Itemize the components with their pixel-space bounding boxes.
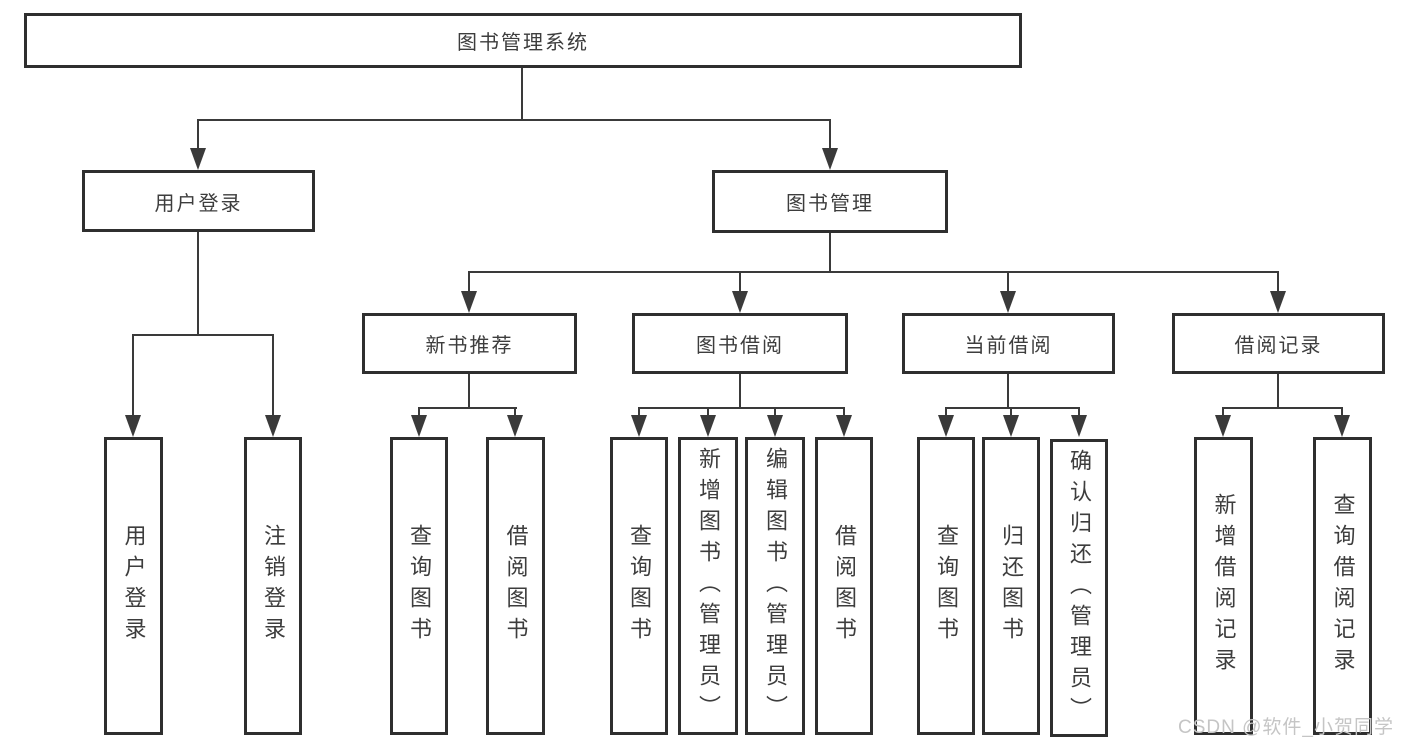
connector-line-v bbox=[1341, 407, 1343, 417]
connector-line-v bbox=[829, 233, 831, 273]
arrow-down-icon bbox=[1000, 291, 1016, 313]
node-current-borrowing: 当前借阅 bbox=[902, 313, 1115, 374]
arrow-down-icon bbox=[732, 291, 748, 313]
node-library-system: 图书管理系统 bbox=[24, 13, 1022, 68]
leaf-user-login-label: 用户登录 bbox=[121, 524, 147, 648]
arrow-down-icon bbox=[938, 415, 954, 437]
node-book-borrowing: 图书借阅 bbox=[632, 313, 848, 374]
connector-line-v bbox=[418, 407, 420, 417]
connector-line-h bbox=[132, 334, 274, 336]
leaf-current-return-book: 归还图书 bbox=[982, 437, 1040, 735]
connector-line-v bbox=[829, 119, 831, 151]
leaf-recommend-borrow-book-label: 借阅图书 bbox=[503, 524, 529, 648]
arrow-down-icon bbox=[507, 415, 523, 437]
connector-line-h bbox=[638, 407, 845, 409]
connector-line-v bbox=[1277, 374, 1279, 409]
connector-line-v bbox=[1010, 407, 1012, 417]
node-book-management-label: 图书管理 bbox=[786, 193, 874, 215]
connector-line-v bbox=[1078, 407, 1080, 417]
node-borrowing-records-label: 借阅记录 bbox=[1234, 335, 1323, 357]
arrow-down-icon bbox=[631, 415, 647, 437]
arrow-down-icon bbox=[190, 148, 206, 170]
connector-line-v bbox=[774, 407, 776, 417]
leaf-recommend-borrow-book: 借阅图书 bbox=[486, 437, 545, 735]
leaf-records-add-record-label: 新增借阅记录 bbox=[1211, 493, 1237, 679]
node-book-management: 图书管理 bbox=[712, 170, 948, 233]
leaf-user-login: 用户登录 bbox=[104, 437, 163, 735]
connector-line-v bbox=[468, 271, 470, 293]
connector-line-v bbox=[638, 407, 640, 417]
leaf-borrowing-add-book-admin: 新增图书（管理员） bbox=[678, 437, 738, 735]
connector-line-v bbox=[132, 334, 134, 418]
connector-line-v bbox=[843, 407, 845, 417]
arrow-down-icon bbox=[822, 148, 838, 170]
leaf-borrowing-borrow-book-label: 借阅图书 bbox=[832, 524, 857, 648]
connector-line-v bbox=[272, 334, 274, 418]
connector-line-v bbox=[468, 374, 470, 409]
connector-line-v bbox=[739, 271, 741, 293]
node-user-login: 用户登录 bbox=[82, 170, 315, 232]
leaf-recommend-query-book: 查询图书 bbox=[390, 437, 448, 735]
connector-line-v bbox=[707, 407, 709, 417]
connector-line-v bbox=[945, 407, 947, 417]
arrow-down-icon bbox=[125, 415, 141, 437]
connector-line-v bbox=[1277, 271, 1279, 293]
connector-line-v bbox=[197, 232, 199, 336]
connector-line-v bbox=[197, 119, 199, 151]
connector-line-h bbox=[418, 407, 517, 409]
leaf-borrowing-edit-book-admin: 编辑图书（管理员） bbox=[745, 437, 805, 735]
node-new-book-recommendation: 新书推荐 bbox=[362, 313, 577, 374]
connector-line-v bbox=[514, 407, 516, 417]
arrow-down-icon bbox=[836, 415, 852, 437]
connector-line-v bbox=[1222, 407, 1224, 417]
node-book-borrowing-label: 图书借阅 bbox=[696, 335, 784, 357]
connector-line-h bbox=[1222, 407, 1343, 409]
leaf-borrowing-edit-book-admin-label: 编辑图书（管理员） bbox=[763, 446, 788, 726]
leaf-records-add-record: 新增借阅记录 bbox=[1194, 437, 1253, 735]
node-new-book-recommendation-label: 新书推荐 bbox=[425, 335, 514, 357]
connector-line-v bbox=[739, 374, 741, 409]
leaf-records-query-record: 查询借阅记录 bbox=[1313, 437, 1372, 735]
connector-line-h bbox=[945, 407, 1080, 409]
arrow-down-icon bbox=[1334, 415, 1350, 437]
leaf-borrowing-query-book: 查询图书 bbox=[610, 437, 668, 735]
leaf-borrowing-query-book-label: 查询图书 bbox=[627, 524, 652, 648]
arrow-down-icon bbox=[1003, 415, 1019, 437]
arrow-down-icon bbox=[461, 291, 477, 313]
connector-line-h bbox=[468, 271, 1279, 273]
connector-line-v bbox=[521, 68, 523, 120]
connector-line-v bbox=[1007, 374, 1009, 409]
leaf-logout-label: 注销登录 bbox=[261, 524, 286, 648]
arrow-down-icon bbox=[767, 415, 783, 437]
arrow-down-icon bbox=[1071, 415, 1087, 437]
leaf-borrowing-add-book-admin-label: 新增图书（管理员） bbox=[696, 446, 721, 726]
connector-line-h bbox=[197, 119, 831, 121]
arrow-down-icon bbox=[1270, 291, 1286, 313]
leaf-records-query-record-label: 查询借阅记录 bbox=[1330, 493, 1356, 679]
node-library-system-label: 图书管理系统 bbox=[457, 32, 589, 54]
leaf-current-confirm-return-admin-label: 确认归还（管理员） bbox=[1067, 448, 1092, 728]
leaf-logout: 注销登录 bbox=[244, 437, 302, 735]
leaf-recommend-query-book-label: 查询图书 bbox=[407, 524, 432, 648]
arrow-down-icon bbox=[265, 415, 281, 437]
leaf-current-query-book-label: 查询图书 bbox=[934, 524, 959, 648]
node-user-login-label: 用户登录 bbox=[154, 192, 243, 215]
leaf-current-confirm-return-admin: 确认归还（管理员） bbox=[1050, 439, 1108, 737]
leaf-current-query-book: 查询图书 bbox=[917, 437, 975, 735]
leaf-borrowing-borrow-book: 借阅图书 bbox=[815, 437, 873, 735]
arrow-down-icon bbox=[1215, 415, 1231, 437]
node-current-borrowing-label: 当前借阅 bbox=[964, 335, 1053, 357]
arrow-down-icon bbox=[411, 415, 427, 437]
watermark: CSDN @软件_小贺同学 bbox=[1178, 717, 1394, 738]
arrow-down-icon bbox=[700, 415, 716, 437]
connector-line-v bbox=[1007, 271, 1009, 293]
leaf-current-return-book-label: 归还图书 bbox=[999, 524, 1024, 648]
node-borrowing-records: 借阅记录 bbox=[1172, 313, 1385, 374]
